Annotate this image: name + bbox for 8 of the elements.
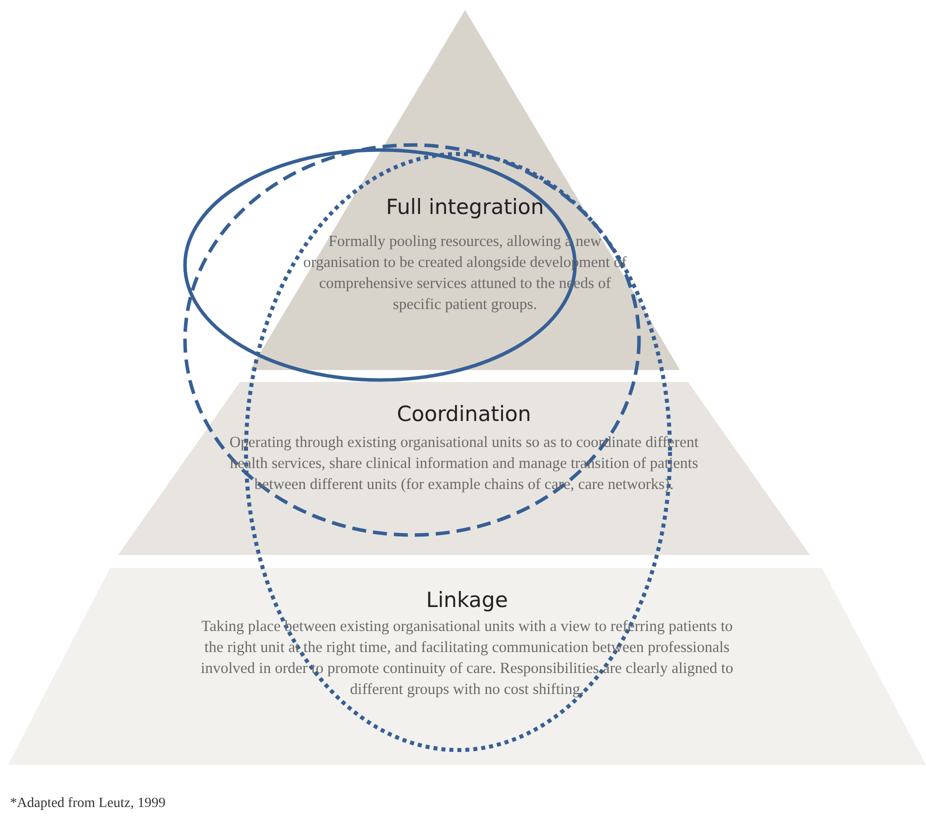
pyramid-tier xyxy=(250,10,680,370)
tier-heading: Full integration xyxy=(386,195,544,219)
tier-description: Taking place between existing organisational units with a view to referring patients to the right unit at the right time, and facilitating communication between professionals involved in order to promote continuity of care. Responsibilities are clearly aligned to different groups with no cost shifting. xyxy=(200,617,734,700)
tier-heading: Coordination xyxy=(396,402,532,426)
source-note: *Adapted from Leutz, 1999 xyxy=(10,796,166,812)
tier-heading: Linkage xyxy=(426,588,508,612)
pyramid-tier xyxy=(118,382,810,555)
pyramid-tier xyxy=(8,568,926,765)
